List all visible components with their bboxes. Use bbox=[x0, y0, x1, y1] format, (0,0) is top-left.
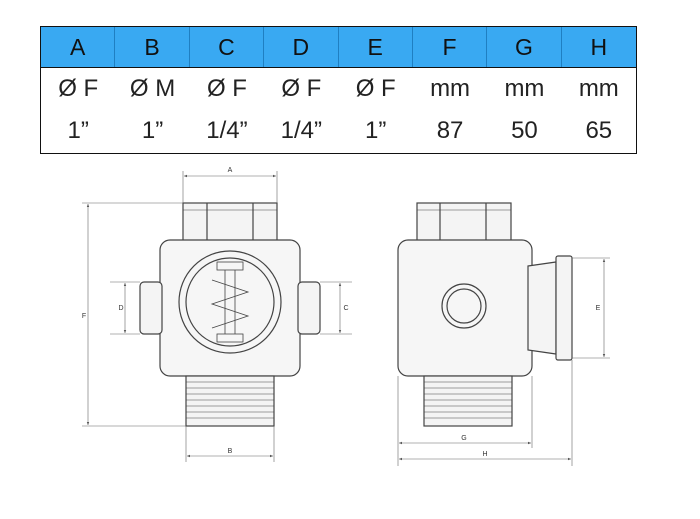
spec-table-unit-row: Ø F Ø M Ø F Ø F Ø F mm mm mm bbox=[41, 68, 636, 110]
unit-cell-f: mm bbox=[430, 75, 471, 102]
front-window-outer bbox=[178, 250, 282, 354]
dim-label-h: H bbox=[482, 451, 487, 458]
header-cell-h: H bbox=[590, 33, 608, 60]
dim-label-a: A bbox=[228, 167, 233, 174]
value-cell-a: 1” bbox=[67, 117, 89, 144]
dim-label-d: D bbox=[118, 305, 123, 312]
dim-label-c: C bbox=[343, 305, 348, 312]
side-port-inner bbox=[446, 288, 482, 324]
spec-table-header-row: A B C D E F G H bbox=[41, 27, 636, 68]
side-port-outer bbox=[441, 283, 487, 329]
side-dimensions bbox=[397, 257, 610, 466]
header-cell-d: D bbox=[264, 27, 339, 67]
unit-cell-a: Ø F bbox=[58, 75, 99, 102]
front-left-port bbox=[139, 281, 163, 335]
dim-label-e: E bbox=[596, 305, 601, 312]
unit-cell-b: Ø M bbox=[129, 75, 176, 102]
value-cell-b: 1” bbox=[141, 117, 164, 144]
front-dimensions bbox=[82, 171, 352, 462]
spec-table: A B C D E F G H Ø F Ø M Ø F Ø F Ø F mm m… bbox=[40, 26, 637, 154]
front-bottom-thread bbox=[185, 375, 275, 427]
value-cell-f: 87 bbox=[436, 117, 464, 144]
dim-label-b: B bbox=[228, 448, 233, 455]
technical-drawing: A B F D C bbox=[0, 160, 700, 519]
unit-cell-e: Ø F bbox=[355, 75, 396, 102]
unit-cell-g: mm bbox=[504, 75, 545, 102]
front-body bbox=[159, 239, 301, 377]
header-cell-c: C bbox=[190, 27, 265, 67]
value-cell-c: 1/4” bbox=[206, 117, 248, 144]
header-cell-f: F bbox=[413, 27, 488, 67]
front-right-port bbox=[297, 281, 321, 335]
header-cell-b: B bbox=[115, 27, 190, 67]
front-view bbox=[139, 202, 321, 427]
spec-table-value-row: 1” 1” 1/4” 1/4” 1” 87 50 65 bbox=[41, 110, 636, 152]
side-body bbox=[397, 239, 533, 377]
header-cell-e: E bbox=[339, 27, 413, 67]
unit-cell-h: mm bbox=[578, 75, 619, 102]
value-cell-h: 65 bbox=[585, 117, 613, 144]
dim-label-g: G bbox=[461, 435, 466, 442]
header-cell-g: G bbox=[487, 27, 562, 67]
dim-label-f: F bbox=[82, 313, 86, 320]
unit-cell-d: Ø F bbox=[281, 75, 322, 102]
side-coupling bbox=[527, 261, 557, 355]
header-cell-a: A bbox=[41, 27, 116, 67]
side-view bbox=[397, 202, 573, 427]
valve-drawing-svg: A B F D C bbox=[82, 167, 610, 466]
front-top-nut bbox=[182, 202, 278, 242]
front-window-inner bbox=[185, 257, 275, 347]
unit-cell-c: Ø F bbox=[206, 75, 247, 102]
side-coupling-flange bbox=[555, 255, 573, 361]
value-cell-e: 1” bbox=[365, 117, 387, 144]
side-bottom-thread bbox=[423, 375, 513, 427]
value-cell-g: 50 bbox=[511, 117, 538, 144]
side-top-nut bbox=[416, 202, 512, 242]
value-cell-d: 1/4” bbox=[280, 117, 322, 144]
